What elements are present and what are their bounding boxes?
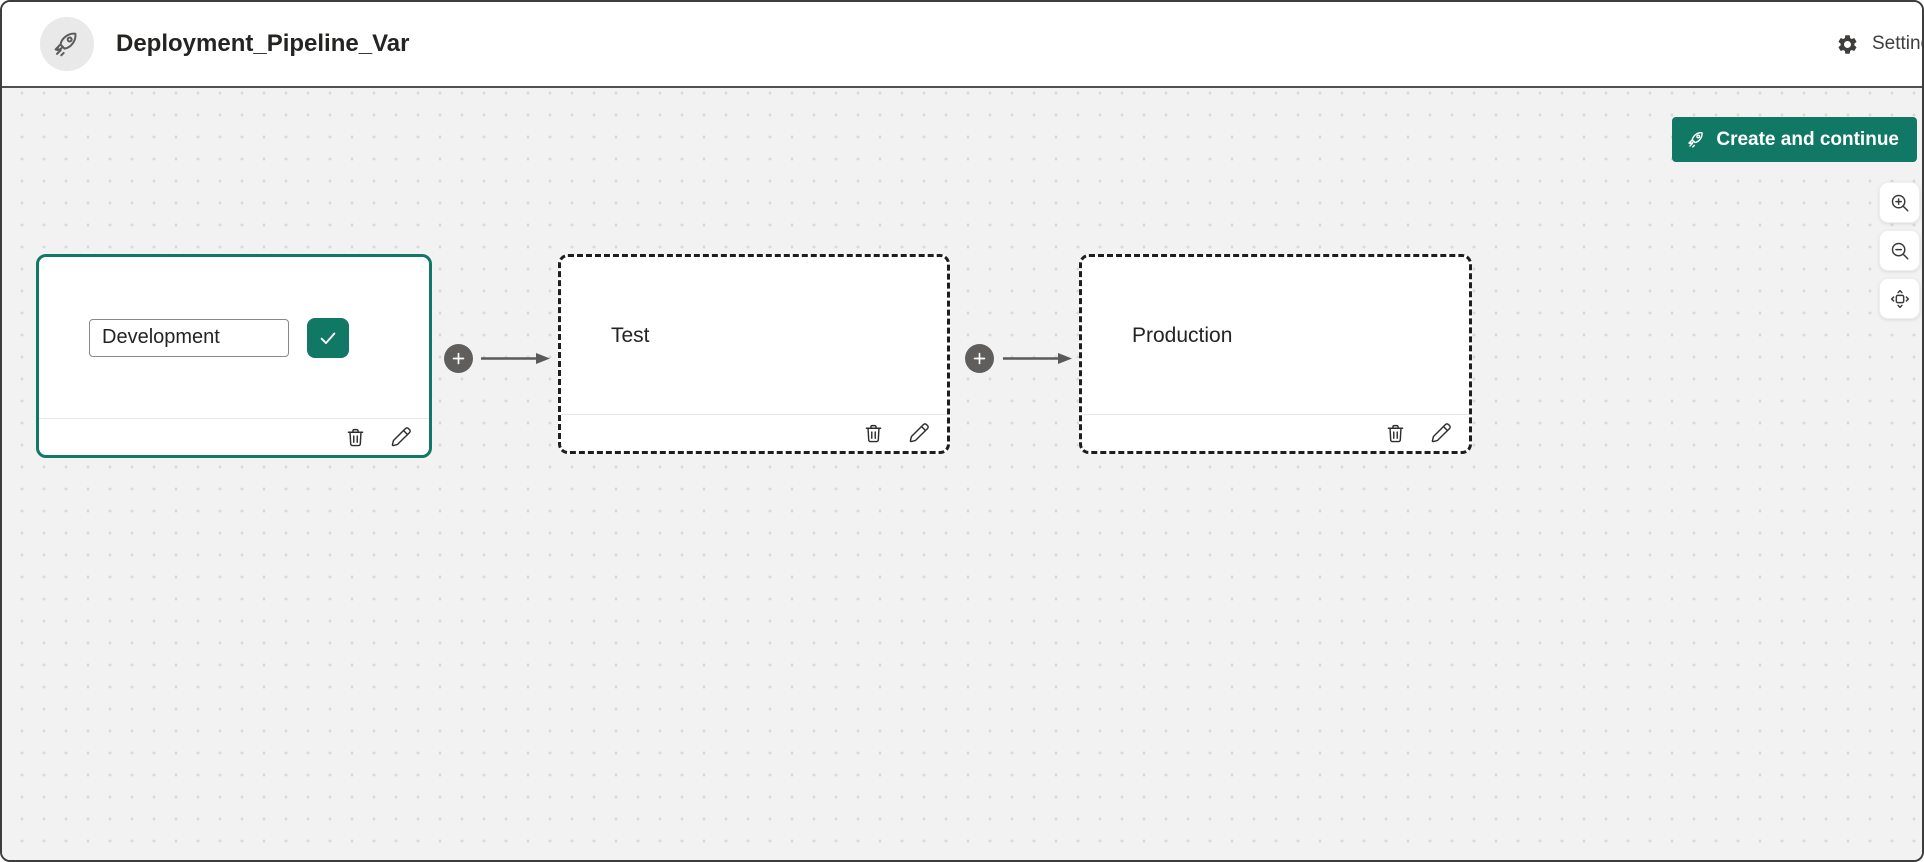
plus-circle-icon (452, 352, 465, 365)
header: Deployment_Pipeline_Var Settings (2, 2, 1922, 88)
settings-button[interactable]: Settings (1836, 2, 1922, 86)
gear-icon (1838, 34, 1857, 54)
stage-body (39, 257, 429, 418)
add-stage-button[interactable] (965, 344, 994, 373)
edit-stage-button[interactable] (1428, 420, 1454, 446)
stage-name-input[interactable] (89, 318, 289, 357)
rocket-icon (1688, 132, 1704, 148)
checkmark-icon (320, 332, 336, 344)
trash-icon (347, 428, 363, 446)
zoom-out-button[interactable] (1879, 230, 1920, 271)
arrow-right-icon (1003, 353, 1072, 364)
pencil-icon (1431, 422, 1451, 442)
fit-to-screen-icon (1890, 289, 1909, 308)
stage-footer (39, 418, 429, 455)
stage-card-test[interactable]: Test (558, 254, 950, 454)
rocket-icon (54, 32, 77, 57)
magnifier-plus-icon (1891, 194, 1908, 211)
plus-circle-icon (973, 352, 986, 365)
stage-label: Production (1132, 323, 1233, 347)
zoom-toolbar (1879, 182, 1920, 319)
stage-body: Test (561, 257, 947, 414)
delete-stage-button[interactable] (1382, 420, 1408, 446)
stage-footer (561, 414, 947, 451)
delete-stage-button[interactable] (860, 420, 886, 446)
pipeline-canvas: Create and continue (2, 90, 1922, 860)
stage-body: Production (1082, 257, 1469, 414)
zoom-in-button[interactable] (1879, 182, 1920, 223)
add-stage-button[interactable] (444, 344, 473, 373)
magnifier-minus-icon (1891, 242, 1908, 259)
delete-stage-button[interactable] (342, 424, 368, 450)
page-title: Deployment_Pipeline_Var (116, 30, 410, 57)
stage-footer (1082, 414, 1469, 451)
arrow-right-icon (481, 353, 550, 364)
pencil-icon (391, 426, 411, 446)
edit-stage-button[interactable] (388, 424, 414, 450)
stage-card-development[interactable] (36, 254, 432, 458)
edit-stage-button[interactable] (906, 420, 932, 446)
create-and-continue-button[interactable]: Create and continue (1672, 117, 1917, 162)
stage-label: Test (611, 323, 650, 347)
avatar (40, 17, 94, 71)
stage-card-production[interactable]: Production (1079, 254, 1472, 454)
confirm-stage-name-button[interactable] (307, 317, 349, 358)
settings-label: Settings (1872, 33, 1922, 54)
pencil-icon (909, 422, 929, 442)
trash-icon (1387, 424, 1403, 442)
trash-icon (865, 424, 881, 442)
fit-to-screen-button[interactable] (1879, 278, 1920, 319)
create-button-label: Create and continue (1716, 128, 1899, 150)
